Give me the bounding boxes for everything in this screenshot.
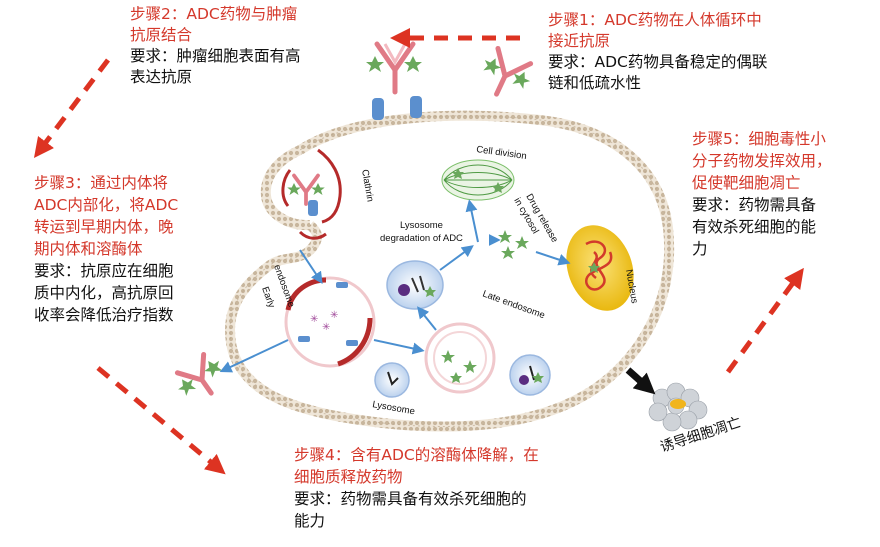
step5-title-line3: 促使靶细胞凋亡 (692, 174, 801, 192)
step1-req-line2: 链和低疏水性 (548, 74, 642, 92)
step1-req-line1: 要求：ADC药物具备稳定的偶联 (548, 53, 768, 71)
label-clathrin: Clathrin (359, 169, 376, 203)
label-cell-division: Cell division (476, 144, 528, 162)
early-endosome: ✳✳✳ (284, 276, 376, 368)
step3-title-line3: 转运到早期内体，晚 (34, 218, 174, 236)
lysosome-left (374, 362, 410, 398)
cell-division-spindle (441, 159, 515, 201)
step2-title-line2: 抗原结合 (130, 26, 193, 44)
label-lysosome-degradation-1: Lysosome (400, 220, 443, 231)
step5-req-line2: 有效杀死细胞的能 (692, 218, 817, 236)
clathrin-pit (260, 145, 311, 231)
cell-membrane (224, 110, 675, 432)
step3-title-line4: 期内体和溶酶体 (34, 240, 143, 258)
step1-title-line1: 步骤1：ADC药物在人体循环中 (548, 11, 762, 29)
step4-block: 步骤4：含有ADC的溶酶体降解，在 细胞质释放药物 要求：药物需具备有效杀死细胞… (294, 444, 539, 532)
nucleus (566, 225, 634, 311)
step5-title-line1: 步骤5：细胞毒性小 (692, 130, 826, 148)
step4-req-line1: 要求：药物需具备有效杀死细胞的 (294, 490, 527, 508)
late-endosome (424, 322, 496, 394)
label-late-endosome: Late endosome (481, 288, 546, 321)
step3-title-line2: ADC内部化，将ADC (34, 196, 179, 214)
step3-req-line2: 质中内化，高抗原回 (34, 284, 174, 302)
step4-title-line2: 细胞质释放药物 (294, 468, 403, 486)
step-flow-arrows (33, 28, 804, 475)
step3-block: 步骤3：通过内体将 ADC内部化，将ADC 转运到早期内体，晚 期内体和溶酶体 … (34, 172, 178, 326)
step2-req-line1: 要求：肿瘤细胞表面有高 (130, 47, 301, 65)
step2-block: 步骤2：ADC药物与肿瘤 抗原结合 要求：肿瘤细胞表面有高 表达抗原 (130, 4, 301, 88)
pit-receptor (308, 200, 318, 216)
surface-receptor (372, 98, 384, 120)
apoptotic-cell (648, 382, 708, 432)
adc-antibody-in-pit (287, 173, 325, 206)
step5-req-line3: 力 (692, 240, 708, 258)
step1-block: 步骤1：ADC药物在人体循环中 接近抗原 要求：ADC药物具备稳定的偶联 链和低… (548, 10, 767, 94)
label-early-endosome-1: Early (259, 285, 277, 309)
svg-text:✳: ✳ (310, 314, 318, 325)
step5-req-line1: 要求：药物需具备 (692, 196, 817, 214)
released-drug-stars (498, 230, 529, 259)
lysosome-degradation-vesicle (386, 260, 444, 310)
lysosome-right (509, 354, 551, 396)
step5-title-line2: 分子药物发挥效用， (692, 152, 832, 170)
step4-title-line1: 步骤4：含有ADC的溶酶体降解，在 (294, 446, 539, 464)
svg-text:✳: ✳ (330, 310, 338, 321)
step3-req-line1: 要求：抗原应在细胞 (34, 262, 174, 280)
step2-title-line1: 步骤2：ADC药物与肿瘤 (130, 5, 298, 23)
step2-req-line2: 表达抗原 (130, 68, 193, 86)
adc-antibody-circulating (483, 45, 534, 97)
step3-title-line1: 步骤3：通过内体将 (34, 174, 168, 192)
step5-block: 步骤5：细胞毒性小 分子药物发挥效用， 促使靶细胞凋亡 要求：药物需具备 有效杀… (692, 128, 832, 260)
adc-antibody-recycled (174, 351, 223, 396)
pathway-arrows (219, 199, 571, 373)
step4-req-line2: 能力 (294, 512, 326, 530)
label-lysosome: Lysosome (371, 399, 415, 417)
label-lysosome-degradation-2: degradation of ADC (380, 233, 463, 244)
step1-title-line2: 接近抗原 (548, 32, 611, 50)
clathrin-coat (281, 169, 292, 207)
surface-receptor (410, 96, 422, 118)
apoptosis-arrow (625, 367, 656, 395)
svg-text:✳: ✳ (322, 322, 330, 333)
adc-antibody-bound (366, 41, 422, 95)
step3-req-line3: 收率会降低治疗指数 (34, 306, 174, 324)
